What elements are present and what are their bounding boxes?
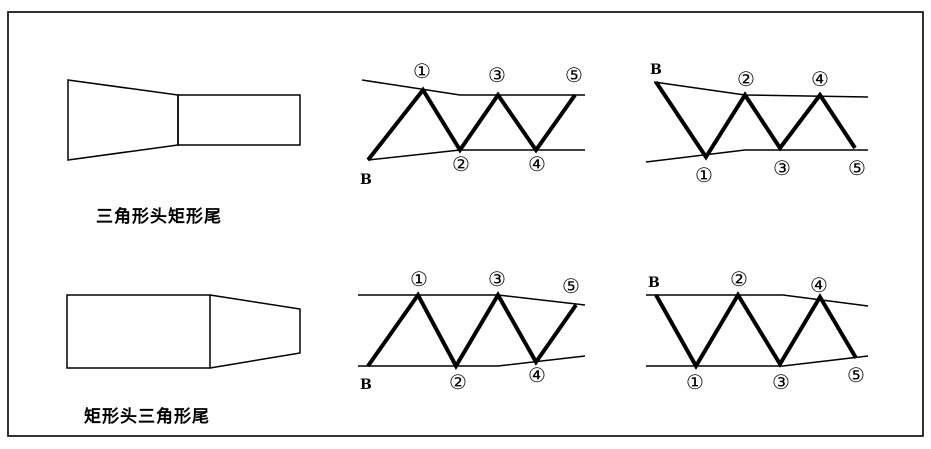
start-label: B (360, 172, 372, 188)
caption-rect-head-triangle-tail: 矩形头三角形尾 (84, 407, 210, 427)
upper-edge (358, 294, 586, 306)
node-label: ④ (528, 152, 546, 176)
start-label: B (650, 62, 662, 78)
pattern-top-right: B ① ② ③ ④ ⑤ (645, 62, 869, 187)
node-label: ⑤ (847, 363, 865, 387)
upper-edge (646, 294, 869, 307)
node-label: ① (413, 59, 431, 83)
node-label: ③ (488, 63, 506, 87)
shape-rect-head-triangle-tail (66, 294, 301, 369)
tapered-head (67, 79, 179, 161)
upper-edge (653, 81, 869, 98)
node-label: ② (452, 152, 470, 176)
node-label: ① (695, 163, 713, 187)
node-label: ⑤ (562, 274, 580, 298)
node-label: ② (737, 67, 755, 91)
caption-triangle-head-rect-tail: 三角形头矩形尾 (96, 207, 222, 227)
node-label: ④ (810, 273, 828, 297)
outer-frame (7, 11, 924, 437)
start-label: B (648, 275, 660, 291)
rect-tail (177, 94, 301, 146)
lower-edge (646, 355, 869, 367)
node-label: ③ (488, 267, 506, 291)
zigzag-path (366, 86, 577, 162)
node-label: ② (730, 267, 748, 291)
tapered-tail (209, 294, 301, 369)
rect-head (66, 294, 211, 369)
zigzag-path (366, 291, 578, 371)
node-label: ① (686, 370, 704, 394)
node-label: ③ (772, 370, 790, 394)
node-label: ④ (528, 363, 546, 387)
node-label: ④ (811, 67, 829, 91)
zigzag-path (654, 291, 858, 370)
shape-triangle-head-rect-tail (67, 79, 301, 161)
lower-edge (645, 149, 868, 163)
lower-edge (367, 149, 585, 161)
start-label: B (360, 377, 372, 393)
zigzag-path (654, 80, 857, 161)
node-label: ③ (773, 156, 791, 180)
node-label: ⑤ (565, 63, 583, 87)
node-label: ① (410, 267, 428, 291)
node-label: ⑤ (848, 156, 866, 180)
lower-edge (358, 355, 586, 367)
pattern-bottom-right: B ① ② ③ ④ ⑤ (646, 267, 869, 394)
pattern-top-middle: B ① ② ③ ④ ⑤ (360, 59, 585, 188)
pattern-bottom-middle: B ① ② ③ ④ ⑤ (358, 267, 586, 394)
upper-edge (361, 79, 585, 96)
node-label: ② (449, 370, 467, 394)
